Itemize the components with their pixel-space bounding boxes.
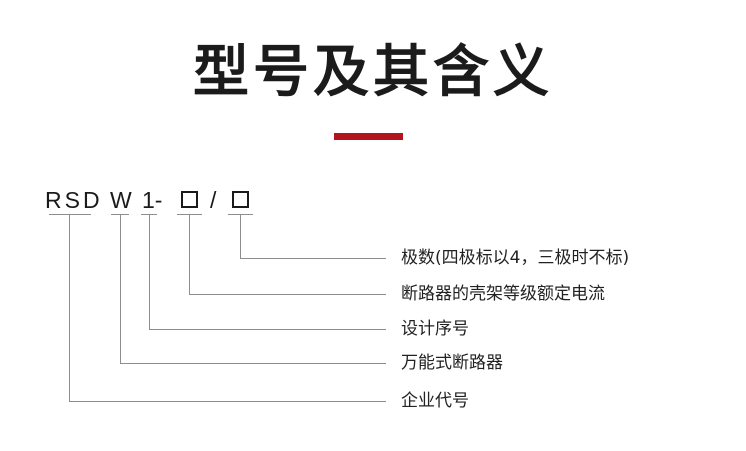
leader-horizontal-current: [189, 294, 386, 295]
title-accent-bar: [334, 133, 403, 140]
legend-label-design-number: 设计序号: [401, 319, 469, 339]
legend-label-company-code: 企业代号: [401, 391, 469, 411]
leader-vertical-poles: [240, 214, 241, 258]
code-separator-slash: /: [210, 187, 217, 213]
leader-vertical-w: [120, 214, 121, 363]
code-placeholder-box-poles: [232, 191, 249, 208]
leader-vertical-rsd: [69, 214, 70, 401]
leader-horizontal-series: [149, 329, 386, 330]
leader-vertical-series: [149, 214, 150, 329]
page-title: 型号及其含义: [193, 40, 553, 105]
leader-vertical-current: [189, 214, 190, 294]
underline-rsd: [49, 214, 91, 215]
code-segment-series: 1-: [142, 187, 163, 213]
leader-horizontal-w: [120, 363, 386, 364]
legend-label-frame-current: 断路器的壳架等级额定电流: [401, 284, 605, 304]
code-segment-w: W: [110, 187, 132, 213]
leader-horizontal-rsd: [69, 401, 386, 402]
legend-label-poles: 极数(四极标以4，三极时不标): [401, 248, 630, 268]
leader-horizontal-poles: [240, 258, 386, 259]
legend-label-breaker-type: 万能式断路器: [401, 353, 503, 373]
code-placeholder-box-current: [181, 191, 198, 208]
code-segment-rsd: RSD: [45, 187, 103, 213]
